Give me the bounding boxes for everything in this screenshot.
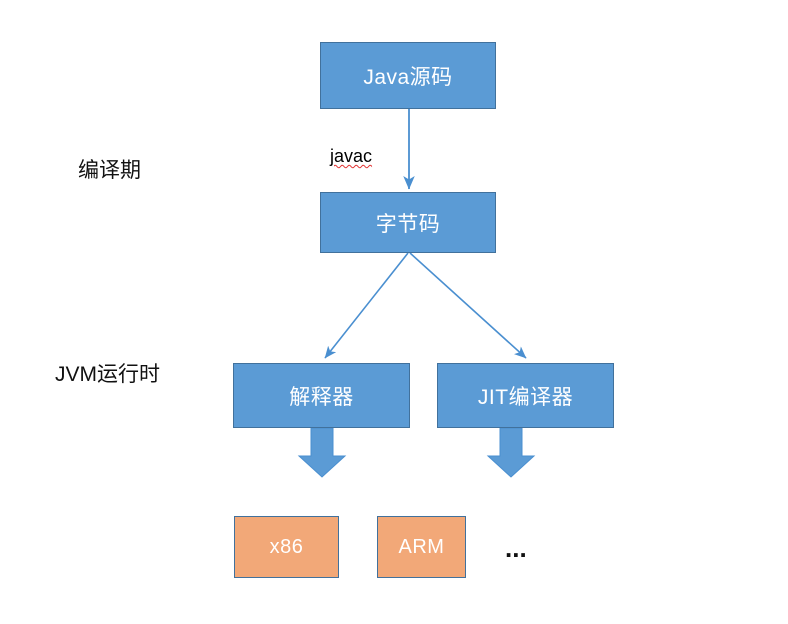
node-bytecode[interactable]: 字节码 (320, 192, 496, 253)
connector-bytecode-to-interpreter (324, 252, 409, 359)
ellipsis-more-architectures: ... (505, 533, 527, 563)
stage-label-jvm-runtime: JVM运行时 (55, 363, 160, 386)
stage-label-compile-time: 编译期 (78, 159, 141, 182)
block-arrow-jit-to-arm (486, 427, 536, 478)
node-arm[interactable]: ARM (377, 516, 466, 578)
edge-label-javac: javac (330, 146, 373, 166)
node-jit-compiler[interactable]: JIT编译器 (437, 363, 614, 428)
connector-bytecode-to-jit (409, 252, 527, 359)
node-x86[interactable]: x86 (234, 516, 339, 578)
node-interpreter[interactable]: 解释器 (233, 363, 410, 428)
block-arrow-interpreter-to-x86 (297, 427, 347, 478)
node-java-source[interactable]: Java源码 (320, 42, 496, 109)
